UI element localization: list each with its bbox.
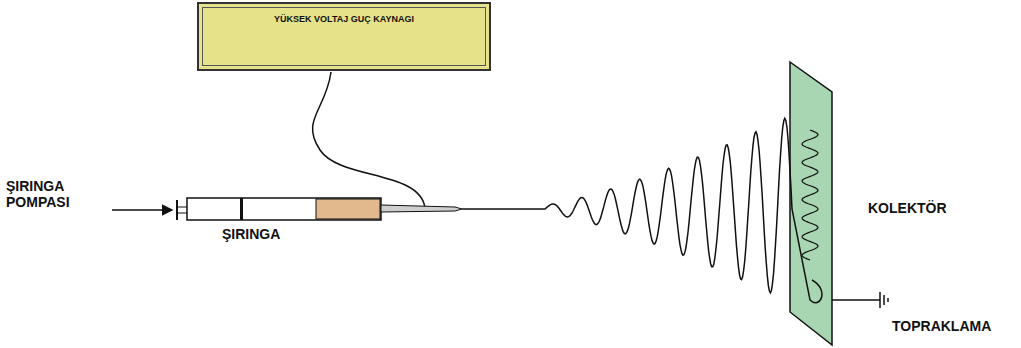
power-supply-box: YÜKSEK VOLTAJ GUÇ KAYNAGI — [197, 2, 491, 71]
polymer-solution — [316, 199, 380, 219]
ground-symbol — [880, 292, 888, 308]
pump-label: ŞIRINGA POMPASI — [6, 178, 106, 210]
voltage-wire — [313, 72, 425, 208]
power-supply-label: YÜKSEK VOLTAJ GUÇ KAYNAGI — [269, 14, 419, 25]
plunger-end — [176, 200, 178, 220]
needle — [381, 205, 462, 212]
collector-plate — [790, 62, 832, 345]
syringe-label: ŞIRINGA — [222, 226, 280, 242]
ground-label: TOPRAKLAMA — [892, 318, 991, 334]
polymer-jet — [462, 118, 822, 302]
syringe-barrel — [187, 198, 381, 220]
fiber-deposit — [802, 130, 818, 260]
pump-arrow — [112, 209, 172, 211]
collector-label: KOLEKTÖR — [868, 200, 947, 216]
ground-wire — [832, 299, 880, 301]
